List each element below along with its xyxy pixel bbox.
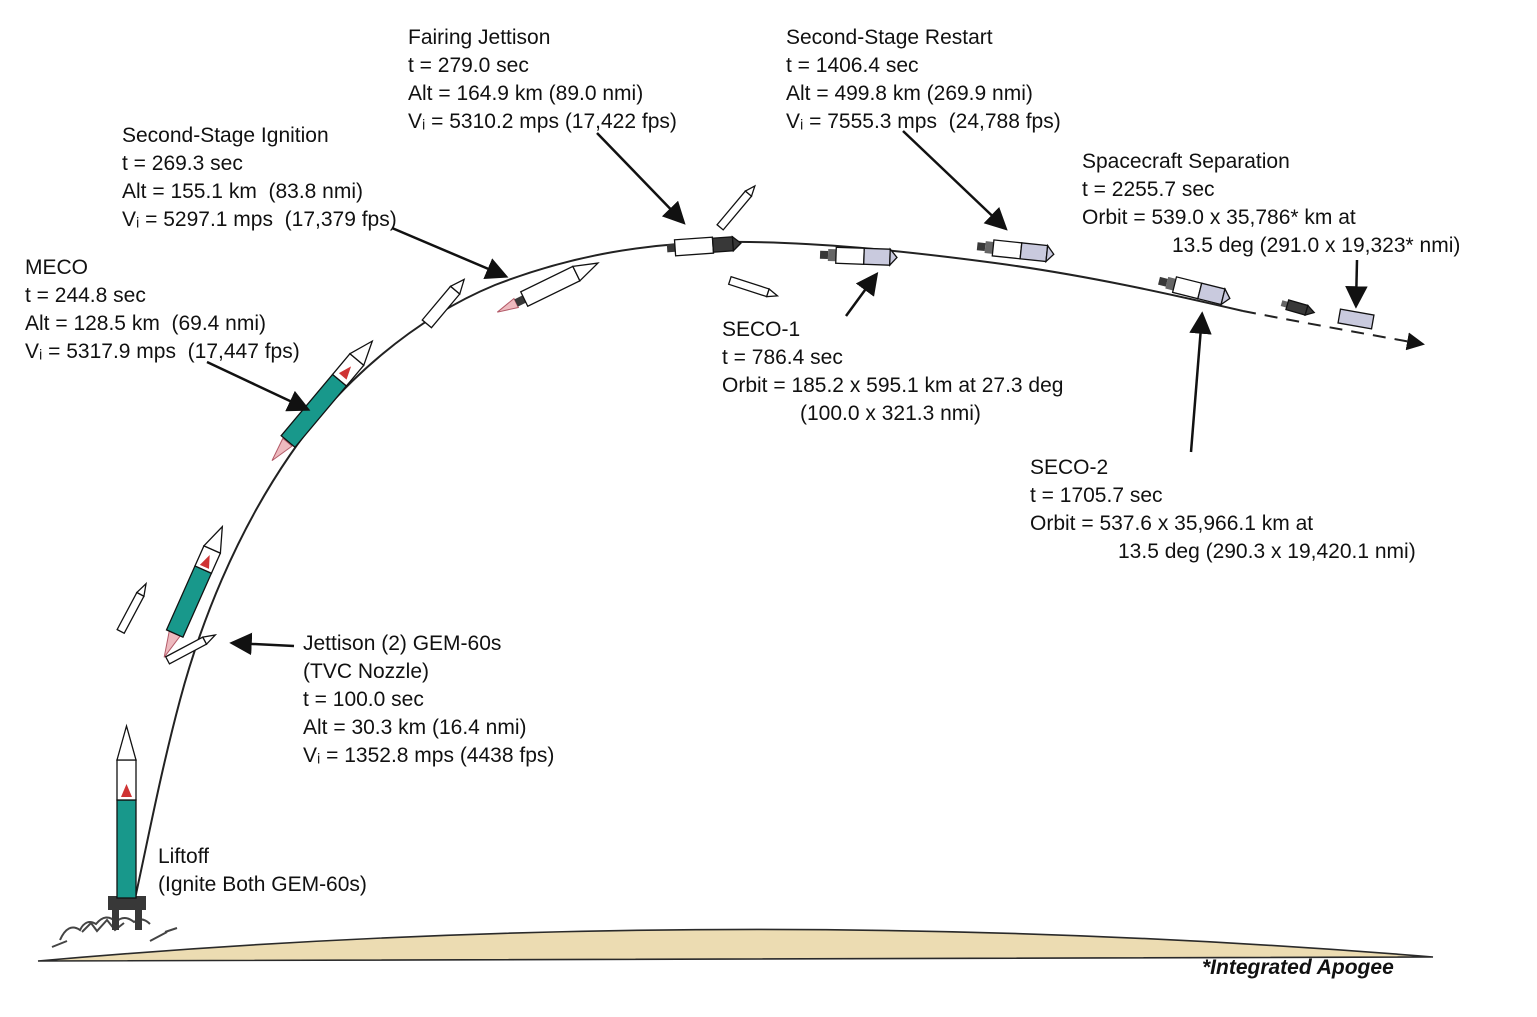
- rocket-pitch-over: [271, 339, 374, 462]
- annotation-line: (Ignite Both GEM-60s): [158, 873, 367, 896]
- arrow-second-stage-restart: [902, 130, 1008, 231]
- annotation-line: Alt = 499.8 km (269.9 nmi): [786, 82, 1033, 105]
- annotation-line: t = 100.0 sec: [303, 688, 424, 711]
- annotation-meco: MECO t = 244.8 sec Alt = 128.5 km (69.4 …: [25, 254, 300, 366]
- arrow-seco-1: [844, 271, 879, 317]
- annotation-line: Alt = 155.1 km (83.8 nmi): [122, 180, 364, 203]
- fairing-half-upper: [716, 184, 756, 231]
- annotation-spacecraft-separation: Spacecraft Separation t = 2255.7 sec Orb…: [1082, 148, 1460, 260]
- annotation-line: Vᵢ = 1352.8 mps (4438 fps): [303, 744, 555, 767]
- annotation-line: Vᵢ = 5317.9 mps (17,447 fps): [25, 340, 300, 363]
- annotation-line: Orbit = 185.2 x 595.1 km at 27.3 deg: [722, 374, 1064, 397]
- gem-booster-jettisoned-2: [164, 634, 218, 665]
- coast-vehicle-seco1: [819, 246, 898, 267]
- annotation-line: Second-Stage Ignition: [122, 124, 329, 147]
- trajectory-path: [132, 240, 1244, 909]
- integrated-apogee-footnote: *Integrated Apogee: [1202, 956, 1394, 979]
- annotation-line: Vᵢ = 5310.2 mps (17,422 fps): [408, 110, 677, 133]
- gem-booster-jettisoned-1: [116, 581, 147, 635]
- annotation-liftoff: Liftoff (Ignite Both GEM-60s): [158, 843, 367, 899]
- annotation-line: Second-Stage Restart: [786, 26, 993, 49]
- annotation-line: MECO: [25, 256, 88, 279]
- rocket-first-stage-burn: [163, 524, 224, 658]
- annotation-line: 13.5 deg (290.3 x 19,420.1 nmi): [1118, 540, 1416, 563]
- annotation-line: Spacecraft Separation: [1082, 150, 1290, 173]
- annotation-line: t = 269.3 sec: [122, 152, 243, 175]
- separated-spacecraft: [1337, 308, 1375, 330]
- coast-vehicle-seco2: [1158, 276, 1231, 307]
- annotation-line: (100.0 x 321.3 nmi): [800, 402, 981, 425]
- annotation-line: 13.5 deg (291.0 x 19,323* nmi): [1172, 234, 1461, 257]
- annotation-seco-1: SECO-1 t = 786.4 sec Orbit = 185.2 x 595…: [722, 316, 1063, 428]
- rocket-on-pad: [108, 723, 146, 930]
- annotation-line: Vᵢ = 7555.3 mps (24,788 fps): [786, 110, 1061, 133]
- annotation-line: t = 2255.7 sec: [1082, 178, 1215, 201]
- annotation-line: (TVC Nozzle): [303, 660, 430, 683]
- annotation-line: t = 1705.7 sec: [1030, 484, 1163, 507]
- annotation-gem-jettison: Jettison (2) GEM-60s (TVC Nozzle) t = 10…: [303, 630, 554, 770]
- annotation-line: Orbit = 539.0 x 35,786* km at: [1082, 206, 1356, 229]
- annotation-line: t = 244.8 sec: [25, 284, 146, 307]
- annotation-line: t = 279.0 sec: [408, 54, 529, 77]
- annotation-second-stage-ignition: Second-Stage Ignition t = 269.3 sec Alt …: [122, 122, 397, 234]
- arrow-gem-jettison: [229, 632, 295, 656]
- arrow-fairing-jettison: [596, 132, 686, 225]
- spent-second-stage: [1280, 299, 1316, 317]
- annotation-line: Fairing Jettison: [408, 26, 551, 49]
- annotation-line: Alt = 164.9 km (89.0 nmi): [408, 82, 644, 105]
- annotation-line: Alt = 30.3 km (16.4 nmi): [303, 716, 527, 739]
- annotation-line: Liftoff: [158, 845, 209, 868]
- annotation-seco-2: SECO-2 t = 1705.7 sec Orbit = 537.6 x 35…: [1030, 454, 1416, 566]
- arrow-meco: [206, 360, 311, 412]
- stage1-separated: [421, 278, 466, 329]
- annotation-fairing-jettison: Fairing Jettison t = 279.0 sec Alt = 164…: [408, 24, 677, 136]
- annotation-line: Vᵢ = 5297.1 mps (17,379 fps): [122, 208, 397, 231]
- trajectory-dashed-arrow: [1242, 310, 1425, 351]
- annotation-line: Jettison (2) GEM-60s: [303, 632, 502, 655]
- fairing-jettison-vehicle: [666, 235, 742, 257]
- second-stage-ignition-vehicle: [496, 262, 600, 313]
- restart-vehicle: [976, 239, 1055, 264]
- fairing-half-lower: [727, 275, 780, 298]
- arrow-seco-2: [1189, 311, 1212, 453]
- annotation-second-stage-restart: Second-Stage Restart t = 1406.4 sec Alt …: [786, 24, 1061, 136]
- arrow-second-stage-ignition: [391, 226, 509, 280]
- annotation-line: SECO-1: [722, 318, 801, 341]
- annotation-line: SECO-2: [1030, 456, 1109, 479]
- annotation-line: Orbit = 537.6 x 35,966.1 km at: [1030, 512, 1314, 535]
- annotation-line: Alt = 128.5 km (69.4 nmi): [25, 312, 267, 335]
- annotation-line: t = 786.4 sec: [722, 346, 843, 369]
- earth-ground: [37, 928, 1434, 962]
- annotation-line: t = 1406.4 sec: [786, 54, 919, 77]
- arrow-spacecraft-separation: [1345, 259, 1368, 309]
